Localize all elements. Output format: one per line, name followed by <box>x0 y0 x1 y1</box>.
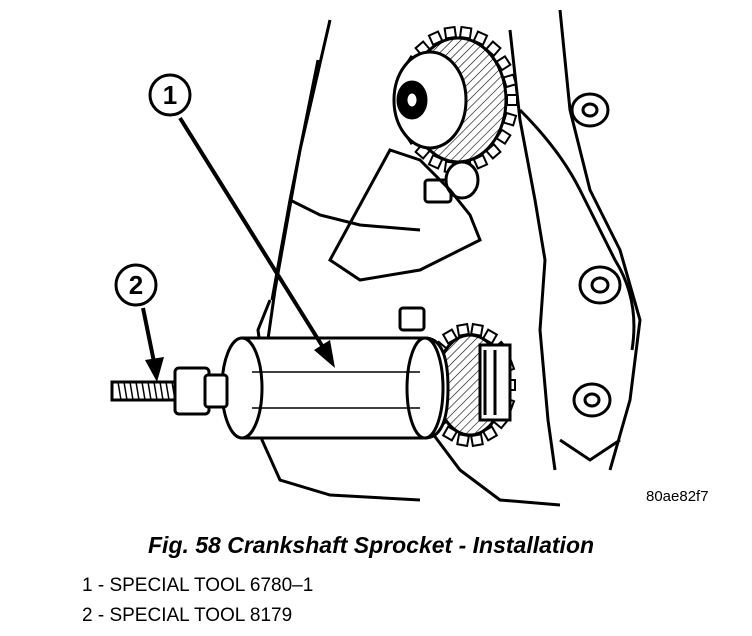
legend-item: 1 - SPECIAL TOOL 6780–1 <box>82 575 314 596</box>
callout-1: 1 <box>148 73 335 368</box>
special-tool-bolt <box>110 366 229 416</box>
callout-1-number: 1 <box>163 80 177 110</box>
block-bolt-bosses <box>570 92 622 418</box>
callout-2-number: 2 <box>129 270 143 300</box>
crankshaft-sprocket-illustration: 1 2 <box>110 9 642 507</box>
special-tool-cylinder <box>220 336 450 440</box>
idler-bolt <box>328 148 482 282</box>
legend-item: 2 - SPECIAL TOOL 8179 <box>82 605 293 626</box>
camshaft-sprocket <box>392 25 518 175</box>
figure-id: 80ae82f7 <box>646 488 709 505</box>
figure-caption: Fig. 58 Crankshaft Sprocket - Installati… <box>148 532 595 558</box>
legend: 1 - SPECIAL TOOL 6780–1 2 - SPECIAL TOOL… <box>82 574 313 634</box>
callout-2: 2 <box>114 263 164 382</box>
